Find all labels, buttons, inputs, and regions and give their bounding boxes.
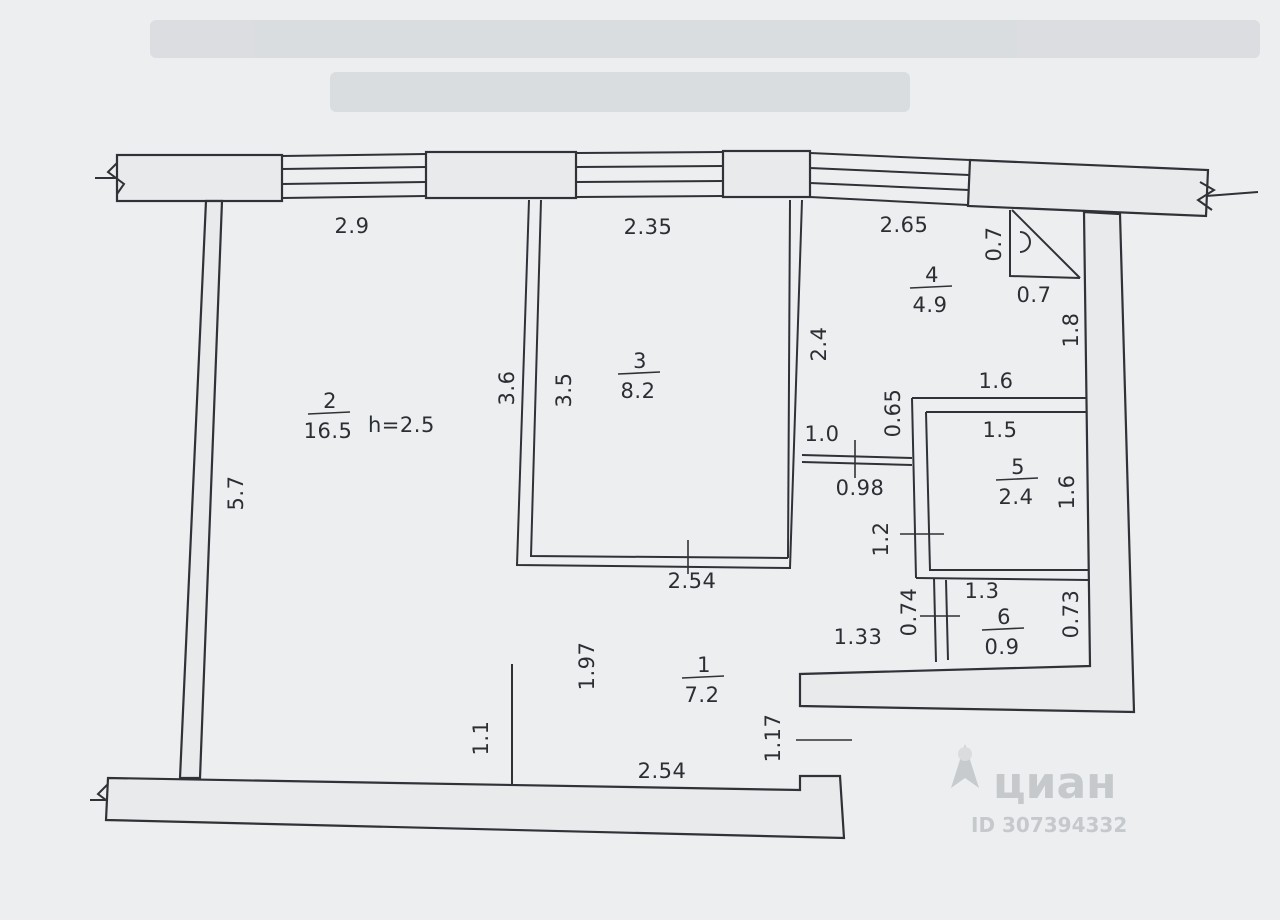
room-2-label: 2 16.5 h=2.5: [304, 389, 435, 443]
room-area: 4.9: [913, 293, 948, 317]
room-area: 8.2: [621, 379, 656, 403]
dimension-corridor-width: 0.98: [836, 476, 885, 500]
room-fraction-line: [995, 477, 1039, 481]
left-wall: [178, 199, 224, 780]
room-5-walls: [900, 397, 1089, 581]
room-number: 6: [997, 605, 1011, 629]
right-wall: [798, 210, 1136, 714]
room-fraction-line: [307, 411, 351, 415]
room-area: 7.2: [685, 683, 720, 707]
dimension-r5-inner-top: 1.5: [983, 418, 1018, 442]
room-area: 2.4: [999, 485, 1034, 509]
dimension-r4-top: 2.65: [880, 213, 929, 237]
watermark-id: ID 307394332: [971, 813, 1127, 837]
dimension-entry: 1.17: [761, 714, 785, 763]
room-3-label: 38.2: [617, 349, 661, 403]
room-3-walls: [515, 199, 803, 574]
window-2: [575, 151, 724, 198]
dimension-r1-height: 1.97: [575, 642, 599, 691]
dimension-corner-vertical: 0.7: [982, 227, 1006, 262]
dimension-r6-top: 1.3: [965, 579, 1000, 603]
room-area: 16.5: [304, 419, 353, 443]
dimension-r2-inner-right: 3.6: [495, 371, 519, 406]
corner-fixture: [1009, 209, 1081, 279]
watermark-brand: циан: [993, 758, 1117, 809]
cian-logo-icon: [951, 744, 979, 788]
dimension-r5-door: 0.65: [881, 389, 905, 438]
dimension-r6-left: 0.74: [897, 588, 921, 637]
corridor-door: [801, 440, 913, 478]
room-area: 0.9: [985, 635, 1020, 659]
room-fraction-line: [617, 371, 661, 375]
break-marks: [90, 162, 1259, 817]
room-4-label: 44.9: [909, 263, 953, 317]
dimension-labels: 2.9 2.35 2.65 5.7 3.6 3.5 2.4 0.7 0.7 1.8 1.6 1.5 1.…: [224, 213, 1083, 783]
room-6-label: 60.9: [981, 605, 1025, 659]
dimension-corridor-door: 1.0: [805, 422, 840, 446]
dimension-r2-top: 2.9: [335, 214, 370, 238]
dimension-r3-bottom: 2.54: [668, 569, 717, 593]
dimension-corner-horizontal: 0.7: [1017, 283, 1052, 307]
window-3: [809, 152, 971, 206]
room-number: 1: [697, 653, 711, 677]
room-fraction-line: [981, 627, 1025, 631]
dimension-r5-left: 1.2: [869, 522, 893, 557]
dimension-r6-right: 0.73: [1059, 590, 1083, 639]
background-bleed: [150, 20, 1260, 112]
room-number: 2: [323, 389, 337, 413]
dimension-r3-left: 3.5: [552, 373, 576, 408]
dimension-r5-right: 1.6: [1055, 475, 1079, 510]
dimension-r5-outer-top: 1.6: [979, 369, 1014, 393]
bottom-wall: [104, 774, 846, 840]
dimension-r3-top: 2.35: [624, 215, 673, 239]
dimension-r2-left: 5.7: [224, 476, 248, 511]
room-5-label: 52.4: [995, 455, 1039, 509]
room-1-label: 17.2: [681, 653, 725, 707]
watermark: циан ID 307394332: [951, 744, 1127, 837]
dimension-r1-left: 1.1: [469, 721, 493, 756]
dimension-r4-left: 2.4: [807, 327, 831, 362]
top-wall: [115, 149, 1210, 218]
window-1: [281, 153, 427, 199]
room-number: 4: [925, 263, 939, 287]
dimension-corridor-step: 1.33: [834, 625, 883, 649]
room-number: 5: [1011, 455, 1025, 479]
dimension-r4-right: 1.8: [1059, 313, 1083, 348]
room-height: h=2.5: [368, 413, 435, 437]
room-fraction-line: [681, 675, 725, 679]
dimension-r1-bottom: 2.54: [638, 759, 687, 783]
room-1-marks: [511, 664, 852, 784]
room-fraction-line: [909, 285, 953, 289]
room-6-walls: [920, 577, 960, 663]
room-number: 3: [633, 349, 647, 373]
